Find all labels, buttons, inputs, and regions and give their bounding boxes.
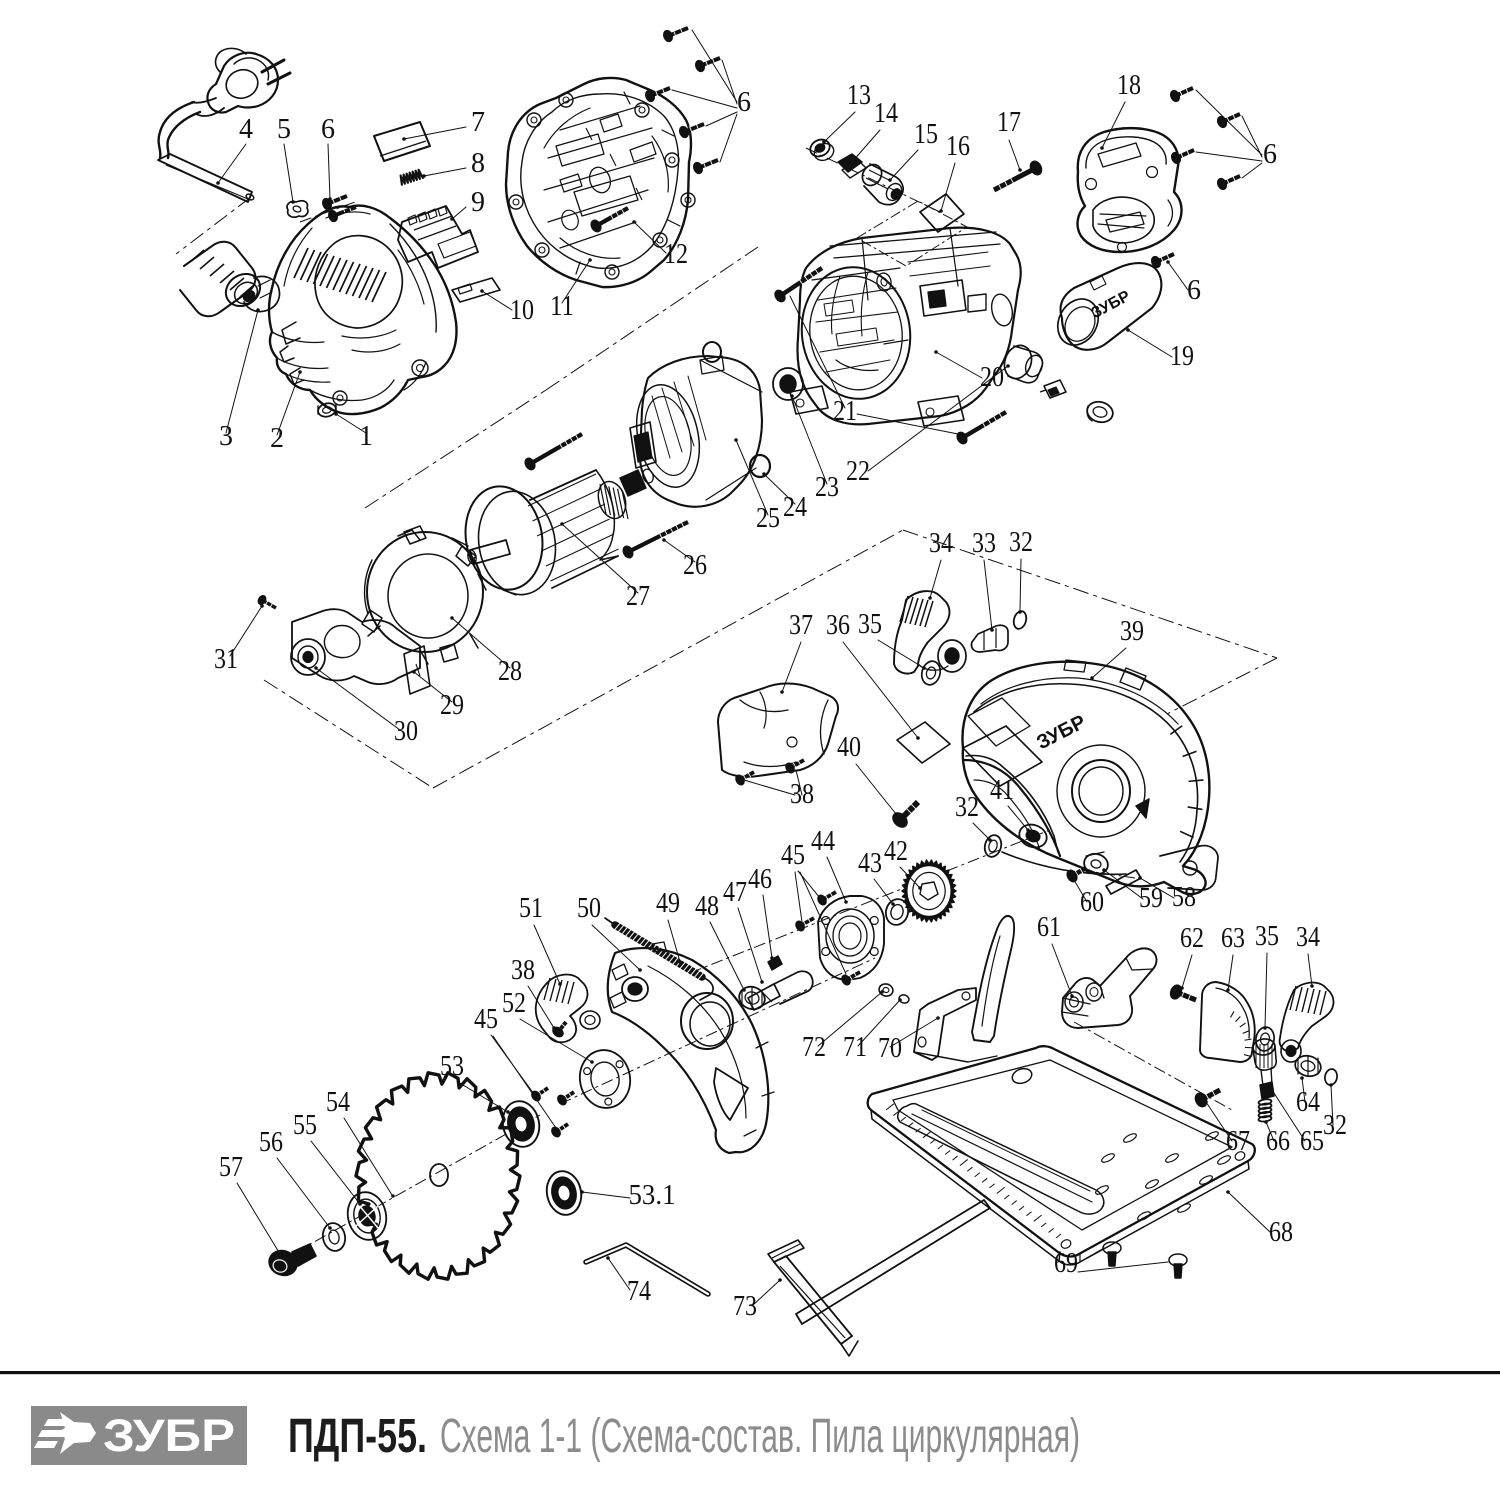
svg-text:38: 38 xyxy=(511,955,535,986)
svg-text:15: 15 xyxy=(914,119,938,150)
svg-text:13: 13 xyxy=(847,80,871,111)
svg-text:6: 6 xyxy=(1263,139,1277,170)
svg-text:45: 45 xyxy=(781,840,805,871)
svg-text:53.1: 53.1 xyxy=(629,1180,676,1211)
svg-text:5: 5 xyxy=(277,114,291,145)
svg-text:35: 35 xyxy=(1255,921,1279,952)
svg-text:18: 18 xyxy=(1117,70,1141,101)
svg-text:42: 42 xyxy=(884,836,908,867)
svg-text:6: 6 xyxy=(321,114,335,145)
svg-text:34: 34 xyxy=(1296,922,1320,953)
svg-text:43: 43 xyxy=(858,848,882,879)
svg-text:73: 73 xyxy=(733,1291,757,1322)
svg-text:Схема 1-1 (Схема-состав. Пила: Схема 1-1 (Схема-состав. Пила циркулярна… xyxy=(440,1410,1080,1463)
svg-text:2: 2 xyxy=(270,423,284,454)
svg-text:35: 35 xyxy=(858,609,882,640)
svg-text:32: 32 xyxy=(1009,527,1033,558)
svg-text:8: 8 xyxy=(471,148,485,179)
svg-text:21: 21 xyxy=(833,396,857,427)
svg-text:51: 51 xyxy=(519,893,543,924)
svg-text:45: 45 xyxy=(474,1004,498,1035)
svg-text:60: 60 xyxy=(1080,887,1104,918)
svg-text:65: 65 xyxy=(1300,1126,1324,1157)
svg-text:26: 26 xyxy=(683,550,707,581)
svg-text:49: 49 xyxy=(656,888,680,919)
svg-text:25: 25 xyxy=(756,503,780,534)
svg-text:56: 56 xyxy=(259,1127,283,1158)
svg-text:32: 32 xyxy=(955,792,979,823)
svg-text:41: 41 xyxy=(990,775,1014,806)
svg-text:1: 1 xyxy=(359,421,373,452)
svg-text:23: 23 xyxy=(815,472,839,503)
svg-text:32: 32 xyxy=(1323,1110,1347,1141)
svg-text:63: 63 xyxy=(1221,923,1245,954)
svg-text:22: 22 xyxy=(846,456,870,487)
svg-text:ЗУБР: ЗУБР xyxy=(103,1410,235,1461)
svg-text:40: 40 xyxy=(837,732,861,763)
svg-text:10: 10 xyxy=(510,295,534,326)
svg-text:3: 3 xyxy=(219,421,233,452)
svg-text:34: 34 xyxy=(929,528,953,559)
svg-text:37: 37 xyxy=(789,610,813,641)
svg-text:61: 61 xyxy=(1037,912,1061,943)
svg-text:52: 52 xyxy=(502,988,526,1019)
svg-text:16: 16 xyxy=(946,131,970,162)
svg-text:14: 14 xyxy=(874,98,898,129)
svg-text:9: 9 xyxy=(471,187,485,218)
svg-text:68: 68 xyxy=(1269,1217,1293,1248)
svg-text:74: 74 xyxy=(627,1276,651,1307)
svg-text:29: 29 xyxy=(440,690,464,721)
svg-text:36: 36 xyxy=(826,610,850,641)
svg-text:70: 70 xyxy=(878,1033,902,1064)
svg-text:69: 69 xyxy=(1054,1248,1078,1279)
svg-text:17: 17 xyxy=(997,107,1021,138)
svg-text:44: 44 xyxy=(811,826,835,857)
svg-text:11: 11 xyxy=(550,291,574,322)
svg-text:ПДП-55.: ПДП-55. xyxy=(288,1410,427,1463)
svg-text:4: 4 xyxy=(239,114,253,145)
svg-text:55: 55 xyxy=(293,1110,317,1141)
svg-text:58: 58 xyxy=(1172,882,1196,913)
svg-text:54: 54 xyxy=(326,1087,350,1118)
svg-text:46: 46 xyxy=(748,864,772,895)
svg-text:50: 50 xyxy=(577,893,601,924)
svg-text:47: 47 xyxy=(723,877,747,908)
svg-text:24: 24 xyxy=(783,492,807,523)
svg-text:6: 6 xyxy=(737,87,751,118)
svg-text:71: 71 xyxy=(843,1032,867,1063)
svg-text:48: 48 xyxy=(695,891,719,922)
svg-text:72: 72 xyxy=(802,1032,826,1063)
svg-text:19: 19 xyxy=(1170,341,1194,372)
svg-text:12: 12 xyxy=(664,239,688,270)
svg-text:62: 62 xyxy=(1180,923,1204,954)
svg-text:33: 33 xyxy=(972,528,996,559)
svg-text:64: 64 xyxy=(1296,1087,1320,1118)
svg-text:7: 7 xyxy=(471,107,485,138)
svg-text:57: 57 xyxy=(219,1152,243,1183)
svg-text:39: 39 xyxy=(1120,616,1144,647)
svg-text:6: 6 xyxy=(1187,275,1201,306)
svg-text:30: 30 xyxy=(394,716,418,747)
